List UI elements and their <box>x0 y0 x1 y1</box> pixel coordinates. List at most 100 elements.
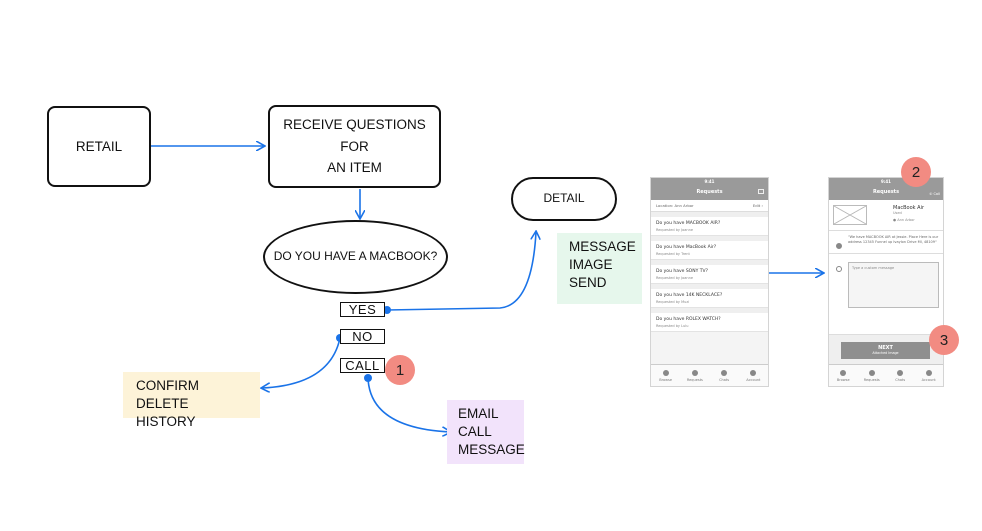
divider <box>651 284 768 289</box>
footer-area: NEXT Attached Image <box>829 334 943 366</box>
call-actions-note: EMAIL CALL MESSAGE <box>447 400 525 464</box>
edit-link[interactable]: Edit <box>752 203 761 208</box>
question-node: DO YOU HAVE A MACBOOK? <box>263 220 448 294</box>
divider <box>651 212 768 217</box>
preset-message: "We have MACBOOK AIR at Jessie. Place He… <box>848 235 939 244</box>
tab-label: Browse <box>659 377 672 382</box>
note-item: EMAIL <box>458 406 499 421</box>
custom-message-placeholder: Type a custom message <box>852 266 895 270</box>
list-item[interactable]: Do you have MacBook Air? Requested by Tre… <box>651 241 768 260</box>
item-name: MacBook Air <box>893 205 925 211</box>
retail-label: RETAIL <box>75 138 123 154</box>
preset-message-option[interactable]: "We have MACBOOK AIR at Jessie. Place He… <box>829 231 943 254</box>
custom-message-option[interactable]: Type a custom message <box>829 254 943 312</box>
tab-account[interactable]: Account <box>739 365 768 386</box>
tab-bar: Browse Requests Chats Account <box>829 364 943 386</box>
badge-number: 2 <box>911 163 921 181</box>
request-by: Requested by Lulu <box>656 324 689 328</box>
note-item: DELETE HISTORY <box>136 396 196 429</box>
next-sub: Attached Image <box>872 351 899 355</box>
tab-requests[interactable]: Requests <box>680 365 709 386</box>
nav-title: Requests <box>696 189 723 195</box>
call-button[interactable]: ✆ Call <box>929 192 940 196</box>
request-question: Do you have SONY TV? <box>656 269 708 274</box>
nav-title: Requests <box>872 189 900 195</box>
badge-number: 3 <box>939 331 949 349</box>
chevron-right-icon: › <box>761 203 763 208</box>
list-item[interactable]: Do you have SONY TV? Requested by Joanne <box>651 265 768 284</box>
tab-chats[interactable]: Chats <box>886 365 915 386</box>
radio-icon[interactable] <box>836 266 842 272</box>
list-item[interactable]: Do you have 14K NECKLACE?Requested by Mu… <box>651 289 768 308</box>
tab-browse[interactable]: Browse <box>829 365 858 386</box>
location-label: Location: Ann Arbor <box>656 203 694 208</box>
call-connector-dot <box>364 374 372 382</box>
nav-bar: Requests ✆ Call <box>829 186 943 200</box>
option-yes: YES <box>340 302 385 317</box>
status-time: 9:41 <box>704 179 715 184</box>
tab-account[interactable]: Account <box>915 365 944 386</box>
option-call: CALL <box>340 358 385 373</box>
note-item: MESSAGE <box>458 442 525 457</box>
divider <box>651 308 768 313</box>
step-badge-3: 3 <box>929 325 959 355</box>
request-by: Requested by Joanne <box>656 228 694 232</box>
chat-icon <box>721 369 728 376</box>
request-question: Do you have 14K NECKLACE? <box>656 293 723 298</box>
request-by: Requested by Trent <box>656 252 690 256</box>
requests-icon <box>691 369 698 376</box>
option-call-label: CALL <box>345 358 380 373</box>
list-item[interactable]: Do you have MACBOOK AIR? Requested by Joa… <box>651 217 768 236</box>
detail-label: DETAIL <box>543 191 585 206</box>
note-item: MESSAGE <box>569 239 636 254</box>
detail-node: DETAIL <box>511 177 617 221</box>
tab-bar: Browse Requests Chats Account <box>651 364 768 386</box>
tab-browse[interactable]: Browse <box>651 365 680 386</box>
location-pin-icon: ● <box>893 218 897 222</box>
tab-label: Requests <box>863 377 880 382</box>
tab-label: Requests <box>686 377 703 382</box>
divider <box>651 236 768 241</box>
note-item: IMAGE <box>569 257 613 272</box>
requests-icon <box>868 369 875 376</box>
list-item[interactable]: Do you have ROLEX WATCH?Requested by Lul… <box>651 313 768 332</box>
arrow-yes-to-detail <box>386 232 536 311</box>
radio-selected-icon[interactable] <box>836 243 842 249</box>
tab-requests[interactable]: Requests <box>858 365 887 386</box>
note-item: SEND <box>569 275 607 290</box>
tab-label: Chats <box>719 377 730 382</box>
tab-label: Browse <box>836 377 850 382</box>
compose-icon[interactable] <box>758 189 764 194</box>
tab-label: Chats <box>895 377 906 382</box>
next-label: NEXT <box>878 345 893 351</box>
custom-message-input[interactable]: Type a custom message <box>848 262 939 308</box>
next-button[interactable]: NEXT Attached Image <box>841 342 930 359</box>
status-bar: 9:41 <box>829 178 943 186</box>
step-badge-2: 2 <box>901 157 931 187</box>
badge-number: 1 <box>395 361 405 379</box>
location-row[interactable]: Location: Ann Arbor Edit › <box>651 200 768 212</box>
request-by: Requested by Joanne <box>656 276 694 280</box>
yes-connector-dot <box>383 306 391 314</box>
receive-questions-node: RECEIVE QUESTIONS FOR AN ITEM <box>268 105 441 188</box>
phone-request-detail: 9:41 Requests ✆ Call MacBook Air Used ● … <box>828 177 944 387</box>
note-item: CALL <box>458 424 492 439</box>
user-icon <box>925 369 932 376</box>
yes-actions-note: MESSAGE IMAGE SEND <box>557 233 642 304</box>
request-question: Do you have MACBOOK AIR? <box>656 221 721 226</box>
status-bar: 9:41 <box>651 178 768 186</box>
tab-chats[interactable]: Chats <box>710 365 739 386</box>
step-badge-1: 1 <box>385 355 415 385</box>
no-actions-note: CONFIRM DELETE HISTORY <box>123 372 260 429</box>
receive-label-line1: RECEIVE QUESTIONS FOR <box>283 117 426 154</box>
search-icon <box>662 369 669 376</box>
option-yes-label: YES <box>348 302 377 317</box>
request-question: Do you have MacBook Air? <box>656 245 717 250</box>
search-icon <box>840 369 847 376</box>
phone-requests-list: 9:41 Requests Location: Ann Arbor Edit ›… <box>650 177 769 387</box>
question-label: DO YOU HAVE A MACBOOK? <box>273 249 438 264</box>
call-label: Call <box>933 192 940 196</box>
receive-label-line2: AN ITEM <box>327 160 382 176</box>
nav-bar: Requests <box>651 186 768 200</box>
